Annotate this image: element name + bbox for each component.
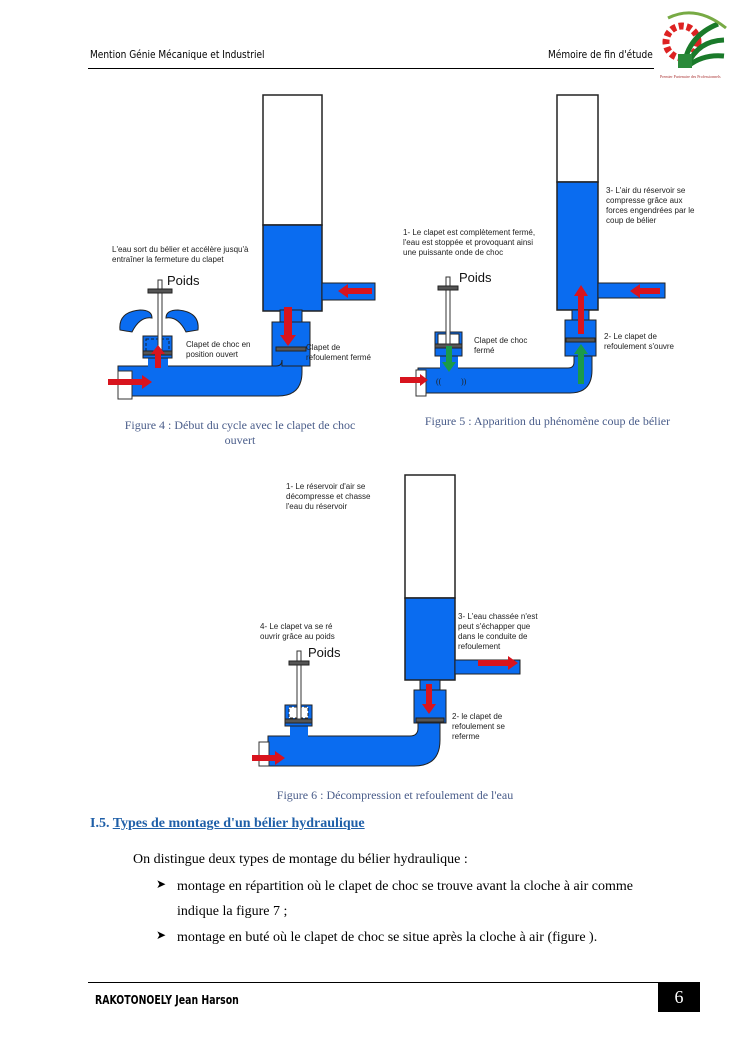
figure4-diagram bbox=[108, 94, 376, 400]
fig4-poids-label: Poids bbox=[167, 273, 200, 288]
figure6-caption: Figure 6 : Décompression et refoulement … bbox=[276, 788, 514, 802]
fig6-note3: 3- L'eau chassée n'est peut s'échapper q… bbox=[458, 612, 538, 651]
fig6-poids-label: Poids bbox=[308, 645, 341, 660]
fig4-note: L'eau sort du bélier et accélère jusqu'à… bbox=[112, 245, 249, 264]
header-left: Mention Génie Mécanique et Industriel bbox=[90, 48, 265, 61]
intro-paragraph: On distingue deux types de montage du bé… bbox=[133, 852, 468, 867]
header-rule bbox=[88, 68, 654, 69]
svg-text:((: (( bbox=[436, 377, 442, 386]
bullet-2-line1: montage en buté où le clapet de choc se … bbox=[177, 930, 598, 945]
fig6-note1: 1- Le réservoir d'air se décompresse et … bbox=[286, 482, 371, 511]
section-heading: I.5. Types de montage d'un bélier hydrau… bbox=[90, 816, 365, 831]
fig5-clapet-choc-label: Clapet de choc fermé bbox=[474, 336, 528, 355]
fig5-poids-label: Poids bbox=[459, 270, 492, 285]
arrow-inflow bbox=[108, 375, 152, 389]
fig5-note3: 3- L'air du réservoir se compresse grâce… bbox=[606, 186, 695, 225]
bullet-arrow-icon: ➤ bbox=[156, 877, 167, 891]
fig6-note2: 2- le clapet de refoulement se referme bbox=[452, 712, 505, 741]
footer-author: RAKOTONOELY Jean Harson bbox=[95, 993, 239, 1007]
water-reservoir bbox=[262, 224, 323, 312]
figure4-caption: Figure 4 : Début du cycle avec le clapet… bbox=[124, 418, 356, 447]
air-reservoir bbox=[262, 94, 323, 226]
figure5-diagram: (( )) bbox=[400, 94, 666, 397]
page-number: 6 bbox=[658, 982, 700, 1012]
svg-text:)): )) bbox=[461, 377, 467, 386]
bullet-1-line1: montage en répartition où le clapet de c… bbox=[177, 879, 633, 894]
fig4-clapet-choc-label: Clapet de choc en position ouvert bbox=[186, 340, 251, 359]
figure6-diagram bbox=[252, 474, 521, 767]
fig5-note2: 2- Le clapet de refoulement s'ouvre bbox=[604, 332, 675, 351]
bullet-1-line2: indique la figure 7 ; bbox=[177, 904, 288, 919]
school-logo: Premier Partenaire des Professionnels bbox=[658, 6, 733, 84]
fig4-clapet-refoulement-label: Clapet de refoulement fermé bbox=[306, 343, 371, 362]
fig5-note1: 1- Le clapet est complètement fermé, l'e… bbox=[403, 228, 536, 257]
footer-rule bbox=[88, 982, 700, 983]
header-right: Mémoire de fin d'étude bbox=[548, 48, 653, 61]
figure5-caption: Figure 5 : Apparition du phénomène coup … bbox=[424, 414, 671, 428]
bullet-arrow-icon: ➤ bbox=[156, 928, 167, 942]
fig6-note4: 4- Le clapet va se ré ouvrir grâce au po… bbox=[260, 622, 335, 641]
